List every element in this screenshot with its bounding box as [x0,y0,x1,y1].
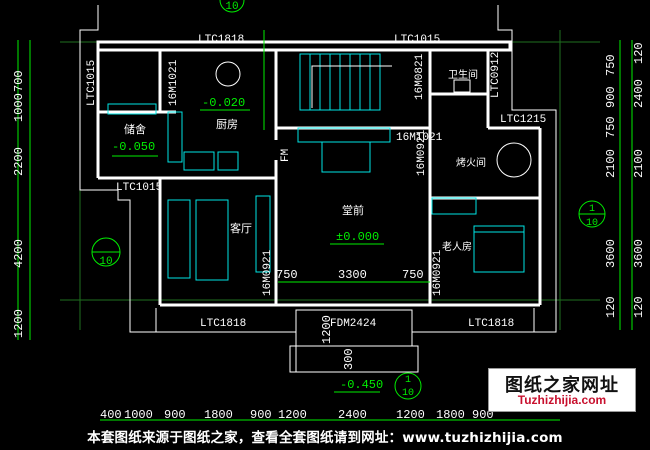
dim-bottom-900b: 900 [250,408,272,422]
stair-arrow [311,65,392,108]
watermark-url: Tuzhizhijia.com [517,393,607,407]
level-outside: -0.450 [340,378,383,392]
level-kitchen: -0.020 [202,96,245,110]
watermark-logo: 图纸之家网址 Tuzhizhijia.com [488,368,636,412]
fire-room-table [496,142,532,178]
dim-right-out-120: 120 [632,42,646,64]
svg-text:10: 10 [99,256,112,268]
dim-left-4200: 4200 [12,239,26,268]
svg-text:1: 1 [589,204,595,215]
hall-furniture [297,127,391,173]
win-left-top: LTC1015 [86,60,98,106]
dim-bottom-1200a: 1200 [278,408,307,422]
elder-bed [431,197,525,273]
room-toilet: 卫生间 [448,68,478,81]
living-furniture [167,195,271,281]
door-stair-side: 16M1021 [396,132,443,144]
axis-bubble-right: 1 10 [578,200,606,229]
win-top-left: LTC1818 [198,34,244,46]
dim-right-in-750b: 750 [604,116,618,138]
win-bottom-right: LTC1818 [468,318,514,330]
dim-bottom-400: 400 [100,408,122,422]
dim-3300: 3300 [338,268,367,282]
svg-text:10: 10 [402,388,414,399]
svg-text:10: 10 [225,1,238,13]
door-fire-room: 16M0921 [416,129,428,176]
room-kitchen: 厨房 [216,118,238,131]
dim-750-right: 750 [402,268,424,282]
room-elder: 老人房 [442,240,472,253]
axis-bubble-left: 10 [91,237,121,268]
axis-bubble-bottom: 1 10 [394,372,422,400]
dim-300: 300 [342,348,356,370]
door-living: 16M0921 [262,249,274,296]
door-kitchen: 16M1021 [168,59,180,106]
win-right-upper: LTC1215 [500,114,546,126]
watermark-title: 图纸之家网址 [505,375,619,396]
win-top-right: LTC1015 [394,34,440,46]
toilet-fixtures [215,61,471,93]
dim-bottom-1200b: 1200 [396,408,425,422]
dim-right-in-2100: 2100 [604,149,618,178]
dim-750-left: 750 [276,268,298,282]
kitchen-counter [167,111,239,171]
dim-bottom-1800a: 1800 [204,408,233,422]
eave-outline [79,5,557,333]
dim-right-in-3600: 3600 [604,239,618,268]
footer-caption: 本套图纸来源于图纸之家，查看全套图纸请到网址：www.tuzhizhijia.c… [87,430,563,446]
room-hall: 堂前 [342,203,364,217]
dim-right-in-900: 900 [604,86,618,108]
dim-bottom-1800b: 1800 [436,408,465,422]
svg-text:10: 10 [586,218,598,229]
dim-right-out-2100: 2100 [632,149,646,178]
dim-left-700: 700 [12,70,26,92]
door-front: FDM2424 [330,318,377,330]
level-hall: ±0.000 [336,230,379,244]
dimension-lines [17,30,633,421]
win-right-small: LTC0912 [490,52,502,98]
door-elder: 16M0921 [432,249,444,296]
storage-cabinet [107,103,157,115]
axis-bubble-top: 10 [219,0,245,13]
level-storage: -0.050 [112,140,155,154]
dim-right-out-120b: 120 [632,296,646,318]
staircase [299,53,381,111]
dim-right-in-750a: 750 [604,54,618,76]
dim-1200: 1200 [320,315,334,344]
svg-text:1: 1 [405,375,411,386]
room-living: 客厅 [230,221,252,235]
dim-right-out-3600: 3600 [632,239,646,268]
door-fm: FM [280,149,292,162]
dim-left-2200: 2200 [12,147,26,176]
dim-left-1200: 1200 [12,309,26,338]
dim-right-out-2400: 2400 [632,79,646,108]
win-left-mid: LTC1015 [116,182,162,194]
room-storage: 储舍 [124,122,146,136]
room-fire: 烤火间 [456,156,486,169]
dim-right-in-120: 120 [604,296,618,318]
win-bottom-left: LTC1818 [200,318,246,330]
dim-left-1000: 1000 [12,93,26,122]
door-toilet: 16M0821 [414,53,426,100]
dim-bottom-2400: 2400 [338,408,367,422]
dim-bottom-1000: 1000 [124,408,153,422]
dim-bottom-900a: 900 [164,408,186,422]
front-steps [289,309,419,373]
